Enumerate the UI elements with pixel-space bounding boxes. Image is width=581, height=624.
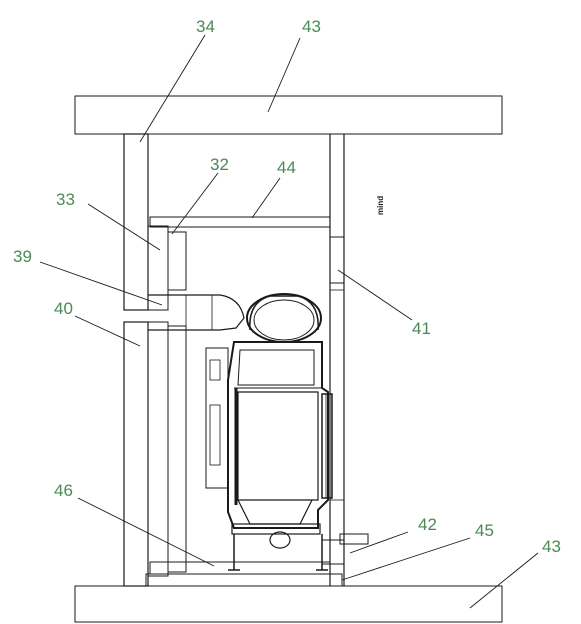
callout-45: 45 xyxy=(475,521,494,540)
chimney-brick-wall-lower xyxy=(123,321,149,587)
callout-43-bottom: 43 xyxy=(542,537,561,556)
callout-41: 41 xyxy=(412,319,431,338)
combustion-chamber xyxy=(237,391,319,501)
glass-door xyxy=(321,393,333,499)
flue-collar xyxy=(246,293,322,343)
callout-33: 33 xyxy=(56,190,75,209)
callout-44: 44 xyxy=(277,158,296,177)
callout-39: 39 xyxy=(13,247,32,266)
air-intake-pipe xyxy=(339,533,369,545)
callout-43-top: 43 xyxy=(302,17,321,36)
floor-base-plate xyxy=(145,573,343,587)
callout-40: 40 xyxy=(54,299,73,318)
inner-brick-lining-lower xyxy=(167,325,187,573)
air-intake xyxy=(269,531,291,549)
callout-46: 46 xyxy=(54,481,73,500)
insert-base xyxy=(231,523,321,535)
callout-42: 42 xyxy=(418,515,437,534)
leader-lines xyxy=(39,34,539,609)
inner-brick-lining-upper xyxy=(167,231,187,291)
chimney-brick-wall-upper xyxy=(123,133,149,311)
callout-32: 32 xyxy=(210,155,229,174)
callout-34: 34 xyxy=(196,17,215,36)
wall-insulation-upper xyxy=(147,225,169,311)
convection-shell xyxy=(205,347,229,489)
upper-ventilation-grille xyxy=(329,236,345,284)
flue-pipe xyxy=(148,294,245,331)
ceiling-slab xyxy=(74,95,503,135)
floor-slab xyxy=(74,585,503,623)
top-insulation-board xyxy=(149,216,331,228)
mind-label: mind xyxy=(376,196,385,215)
